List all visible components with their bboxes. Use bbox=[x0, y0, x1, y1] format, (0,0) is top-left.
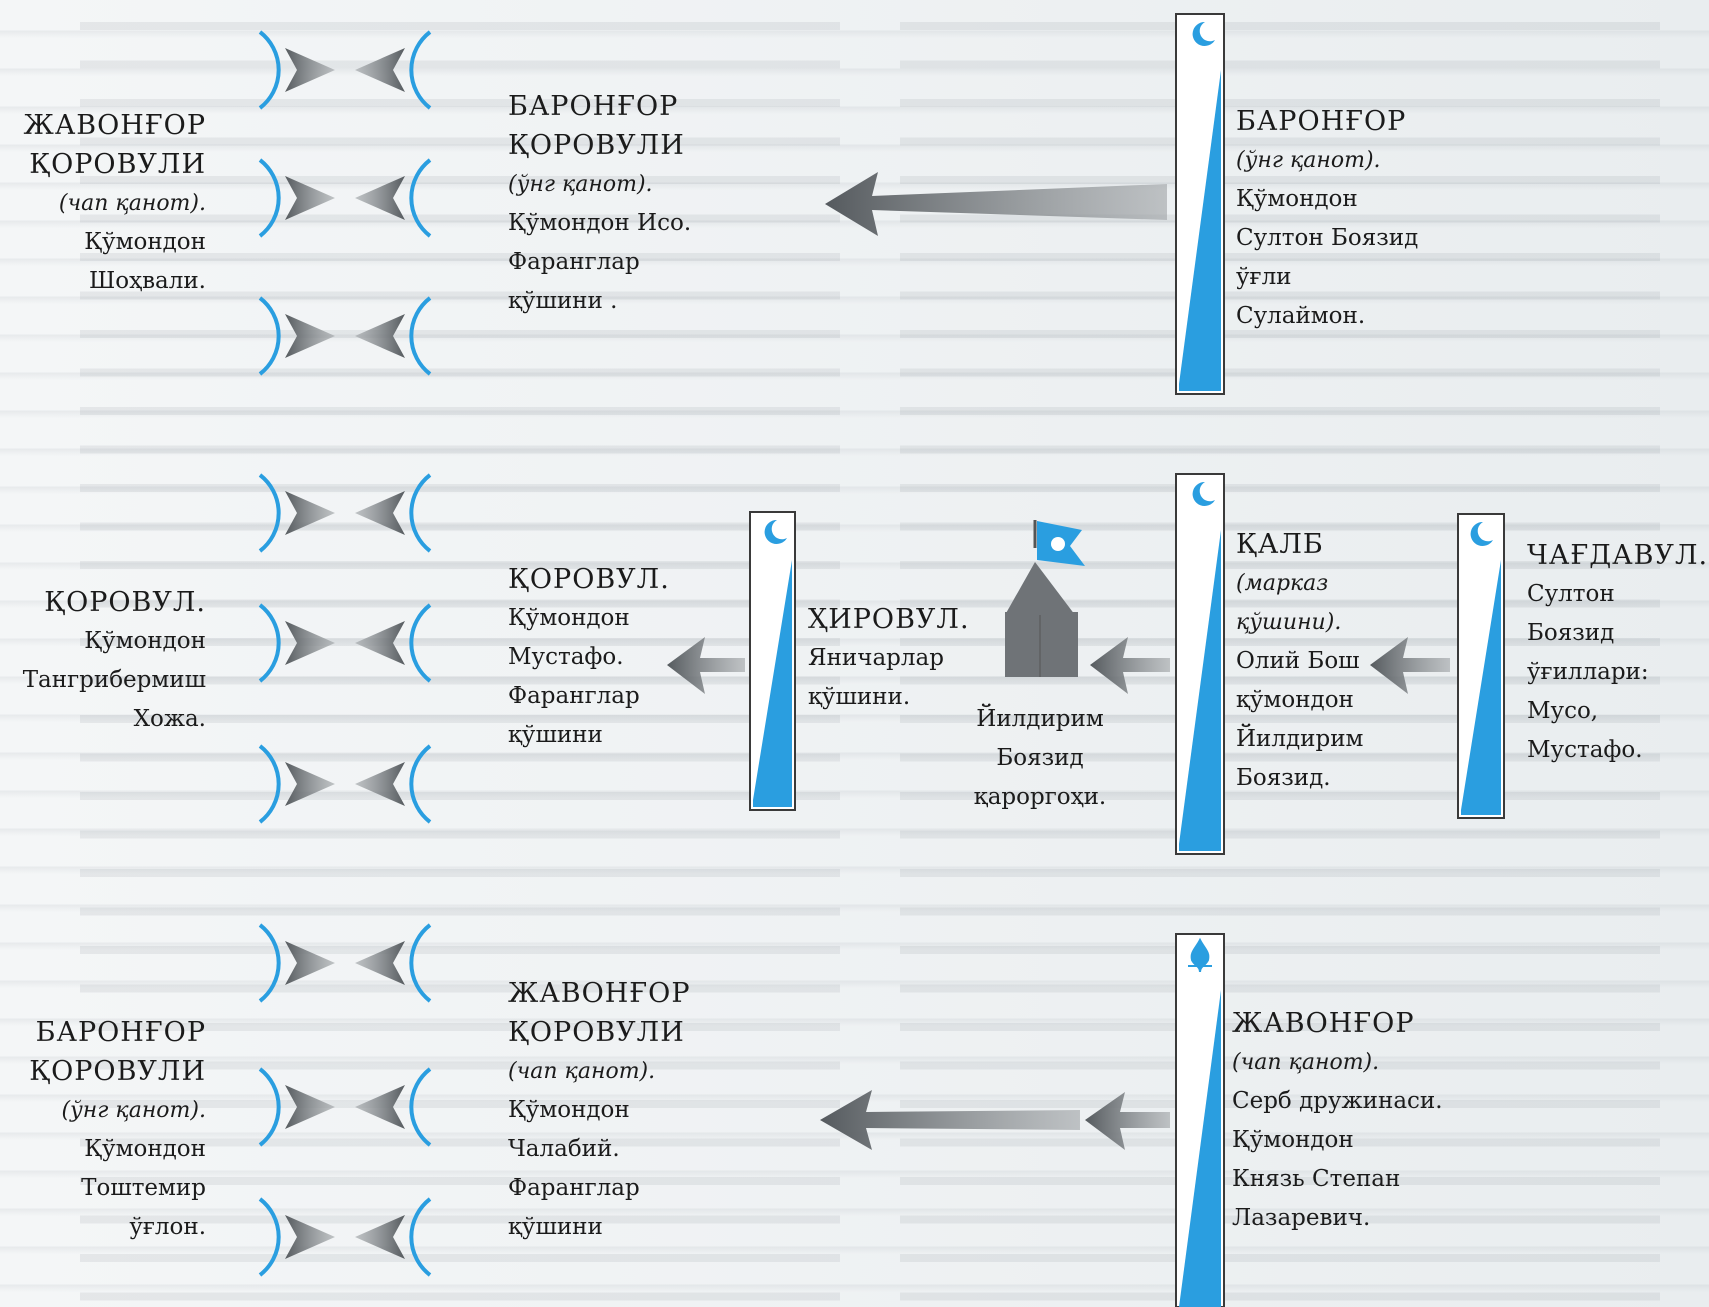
qalb-w1: (марказ bbox=[1236, 571, 1329, 596]
mid-top-title2: ҚОРОВУЛИ bbox=[508, 130, 685, 161]
mid-mid-cmd: Қўмондон bbox=[508, 605, 630, 631]
mid-bot-wing: (чап қанот). bbox=[508, 1059, 656, 1084]
tent-icon bbox=[1005, 520, 1085, 677]
right-bot-wing: (чап қанот). bbox=[1232, 1050, 1380, 1075]
flag-qalb bbox=[1175, 473, 1225, 855]
left-top-wing: (чап қанот). bbox=[58, 191, 206, 216]
qalb-l3: Йилдирим bbox=[1236, 726, 1364, 752]
tent-l1: Йилдирим bbox=[976, 706, 1104, 732]
flag-right-top bbox=[1175, 13, 1225, 395]
qalb-l2: қўмондон bbox=[1236, 687, 1354, 713]
hirovul-title: ҲИРОВУЛ. bbox=[808, 604, 970, 635]
tent-label: Йилдирим Боязид қароргоҳи. bbox=[960, 700, 1120, 817]
mid-top-army2: қўшини . bbox=[508, 288, 618, 314]
right-bot-cmd: Қўмондон bbox=[1232, 1127, 1354, 1153]
right-top-title: БАРОНҒОР bbox=[1236, 106, 1407, 137]
mid-top-label: БАРОНҒОР ҚОРОВУЛИ (ўнг қанот). Қўмондон … bbox=[508, 87, 768, 321]
flag-hirovul bbox=[749, 511, 796, 811]
mid-bot-title2: ҚОРОВУЛИ bbox=[508, 1017, 685, 1048]
left-bot-label: БАРОНҒОР ҚОРОВУЛИ (ўнг қанот). Қўмондон … bbox=[8, 1013, 206, 1247]
faded-text-column-left bbox=[80, 0, 840, 1307]
mid-mid-army1: Фаранглар bbox=[508, 683, 640, 709]
mid-mid-name: Мустафо. bbox=[508, 644, 624, 670]
mid-bot-title1: ЖАВОНҒОР bbox=[508, 978, 691, 1009]
left-bot-title1: БАРОНҒОР bbox=[35, 1017, 206, 1048]
arrows bbox=[667, 172, 1450, 1150]
mid-bot-name: Чалабий. bbox=[508, 1136, 620, 1162]
hirovul-l2: қўшини. bbox=[808, 684, 911, 710]
chagdavul-l1: Султон bbox=[1527, 581, 1615, 607]
chagdavul-l2: Боязид bbox=[1527, 620, 1615, 646]
left-mid-l1: Тангрибермиш bbox=[22, 667, 206, 693]
left-bot-l1: Тоштемир bbox=[81, 1175, 206, 1201]
left-mid-label: ҚОРОВУЛ. Қўмондон Тангрибермиш Хожа. bbox=[8, 583, 206, 739]
mid-mid-title: ҚОРОВУЛ. bbox=[508, 564, 670, 595]
right-top-l2: ўғли bbox=[1236, 264, 1292, 290]
right-top-l3: Сулаймон. bbox=[1236, 303, 1366, 329]
chagdavul-l4: Мусо, bbox=[1527, 698, 1599, 724]
mid-bot-army1: Фаранглар bbox=[508, 1175, 640, 1201]
left-top-title1: ЖАВОНҒОР bbox=[23, 110, 206, 141]
left-top-label: ЖАВОНҒОР ҚОРОВУЛИ (чап қанот). Қўмондон … bbox=[8, 106, 207, 301]
left-top-title2: ҚОРОВУЛИ bbox=[29, 149, 206, 180]
right-bot-l1: Серб дружинаси. bbox=[1232, 1088, 1443, 1114]
left-bot-l2: ўғлон. bbox=[129, 1214, 206, 1240]
chagdavul-title: ЧАҒДАВУЛ. bbox=[1527, 540, 1709, 571]
mid-mid-label: ҚОРОВУЛ. Қўмондон Мустафо. Фаранглар қўш… bbox=[508, 560, 708, 755]
right-bot-label: ЖАВОНҒОР (чап қанот). Серб дружинаси. Қў… bbox=[1232, 1004, 1472, 1238]
qalb-label: ҚАЛБ (марказ қўшини). Олий Бош қўмондон … bbox=[1236, 525, 1446, 798]
right-bot-title: ЖАВОНҒОР bbox=[1232, 1008, 1415, 1039]
left-bot-title2: ҚОРОВУЛИ bbox=[29, 1056, 206, 1087]
left-bot-cmd: Қўмондон bbox=[84, 1136, 206, 1162]
left-mid-title: ҚОРОВУЛ. bbox=[44, 587, 206, 618]
right-bot-l3: Лазаревич. bbox=[1232, 1205, 1371, 1231]
left-bot-wing: (ўнг қанот). bbox=[61, 1098, 206, 1123]
right-top-cmd: Қўмондон bbox=[1236, 186, 1358, 212]
left-mid-cmd: Қўмондон bbox=[84, 628, 206, 654]
left-mid-l2: Хожа. bbox=[133, 706, 206, 732]
chagdavul-label: ЧАҒДАВУЛ. Султон Боязид ўғиллари: Мусо, … bbox=[1527, 536, 1707, 770]
left-top-cmd: Қўмондон bbox=[84, 229, 206, 255]
mid-mid-army2: қўшини bbox=[508, 722, 603, 748]
mid-top-army1: Фаранглар bbox=[508, 249, 640, 275]
tent-l2: Боязид bbox=[996, 745, 1084, 771]
mid-top-cmd: Қўмондон Исо. bbox=[508, 210, 692, 236]
left-top-name: Шоҳвали. bbox=[89, 268, 206, 294]
mid-bot-label: ЖАВОНҒОР ҚОРОВУЛИ (чап қанот). Қўмондон … bbox=[508, 974, 768, 1247]
qalb-title: ҚАЛБ bbox=[1236, 529, 1324, 560]
mid-top-title1: БАРОНҒОР bbox=[508, 91, 679, 122]
hirovul-l1: Яничарлар bbox=[808, 645, 944, 671]
qalb-l4: Боязид. bbox=[1236, 765, 1331, 791]
right-top-label: БАРОНҒОР (ўнг қанот). Қўмондон Султон Бо… bbox=[1236, 102, 1466, 336]
chagdavul-l3: ўғиллари: bbox=[1527, 659, 1649, 685]
right-top-wing: (ўнг қанот). bbox=[1236, 148, 1381, 173]
mid-top-wing: (ўнг қанот). bbox=[508, 172, 653, 197]
mid-bot-cmd: Қўмондон bbox=[508, 1097, 630, 1123]
flag-right-bottom bbox=[1175, 933, 1225, 1307]
mid-bot-army2: қўшини bbox=[508, 1214, 603, 1240]
clash-markers bbox=[258, 30, 432, 1277]
right-top-l1: Султон Боязид bbox=[1236, 225, 1419, 251]
qalb-l1: Олий Бош bbox=[1236, 648, 1360, 674]
hirovul-label: ҲИРОВУЛ. Яничарлар қўшини. bbox=[808, 600, 998, 717]
chagdavul-l5: Мустафо. bbox=[1527, 737, 1643, 763]
tent-l3: қароргоҳи. bbox=[973, 784, 1107, 810]
qalb-w2: қўшини). bbox=[1236, 610, 1342, 635]
flag-chagdavul bbox=[1457, 513, 1505, 819]
right-bot-l2: Князь Степан bbox=[1232, 1166, 1401, 1192]
